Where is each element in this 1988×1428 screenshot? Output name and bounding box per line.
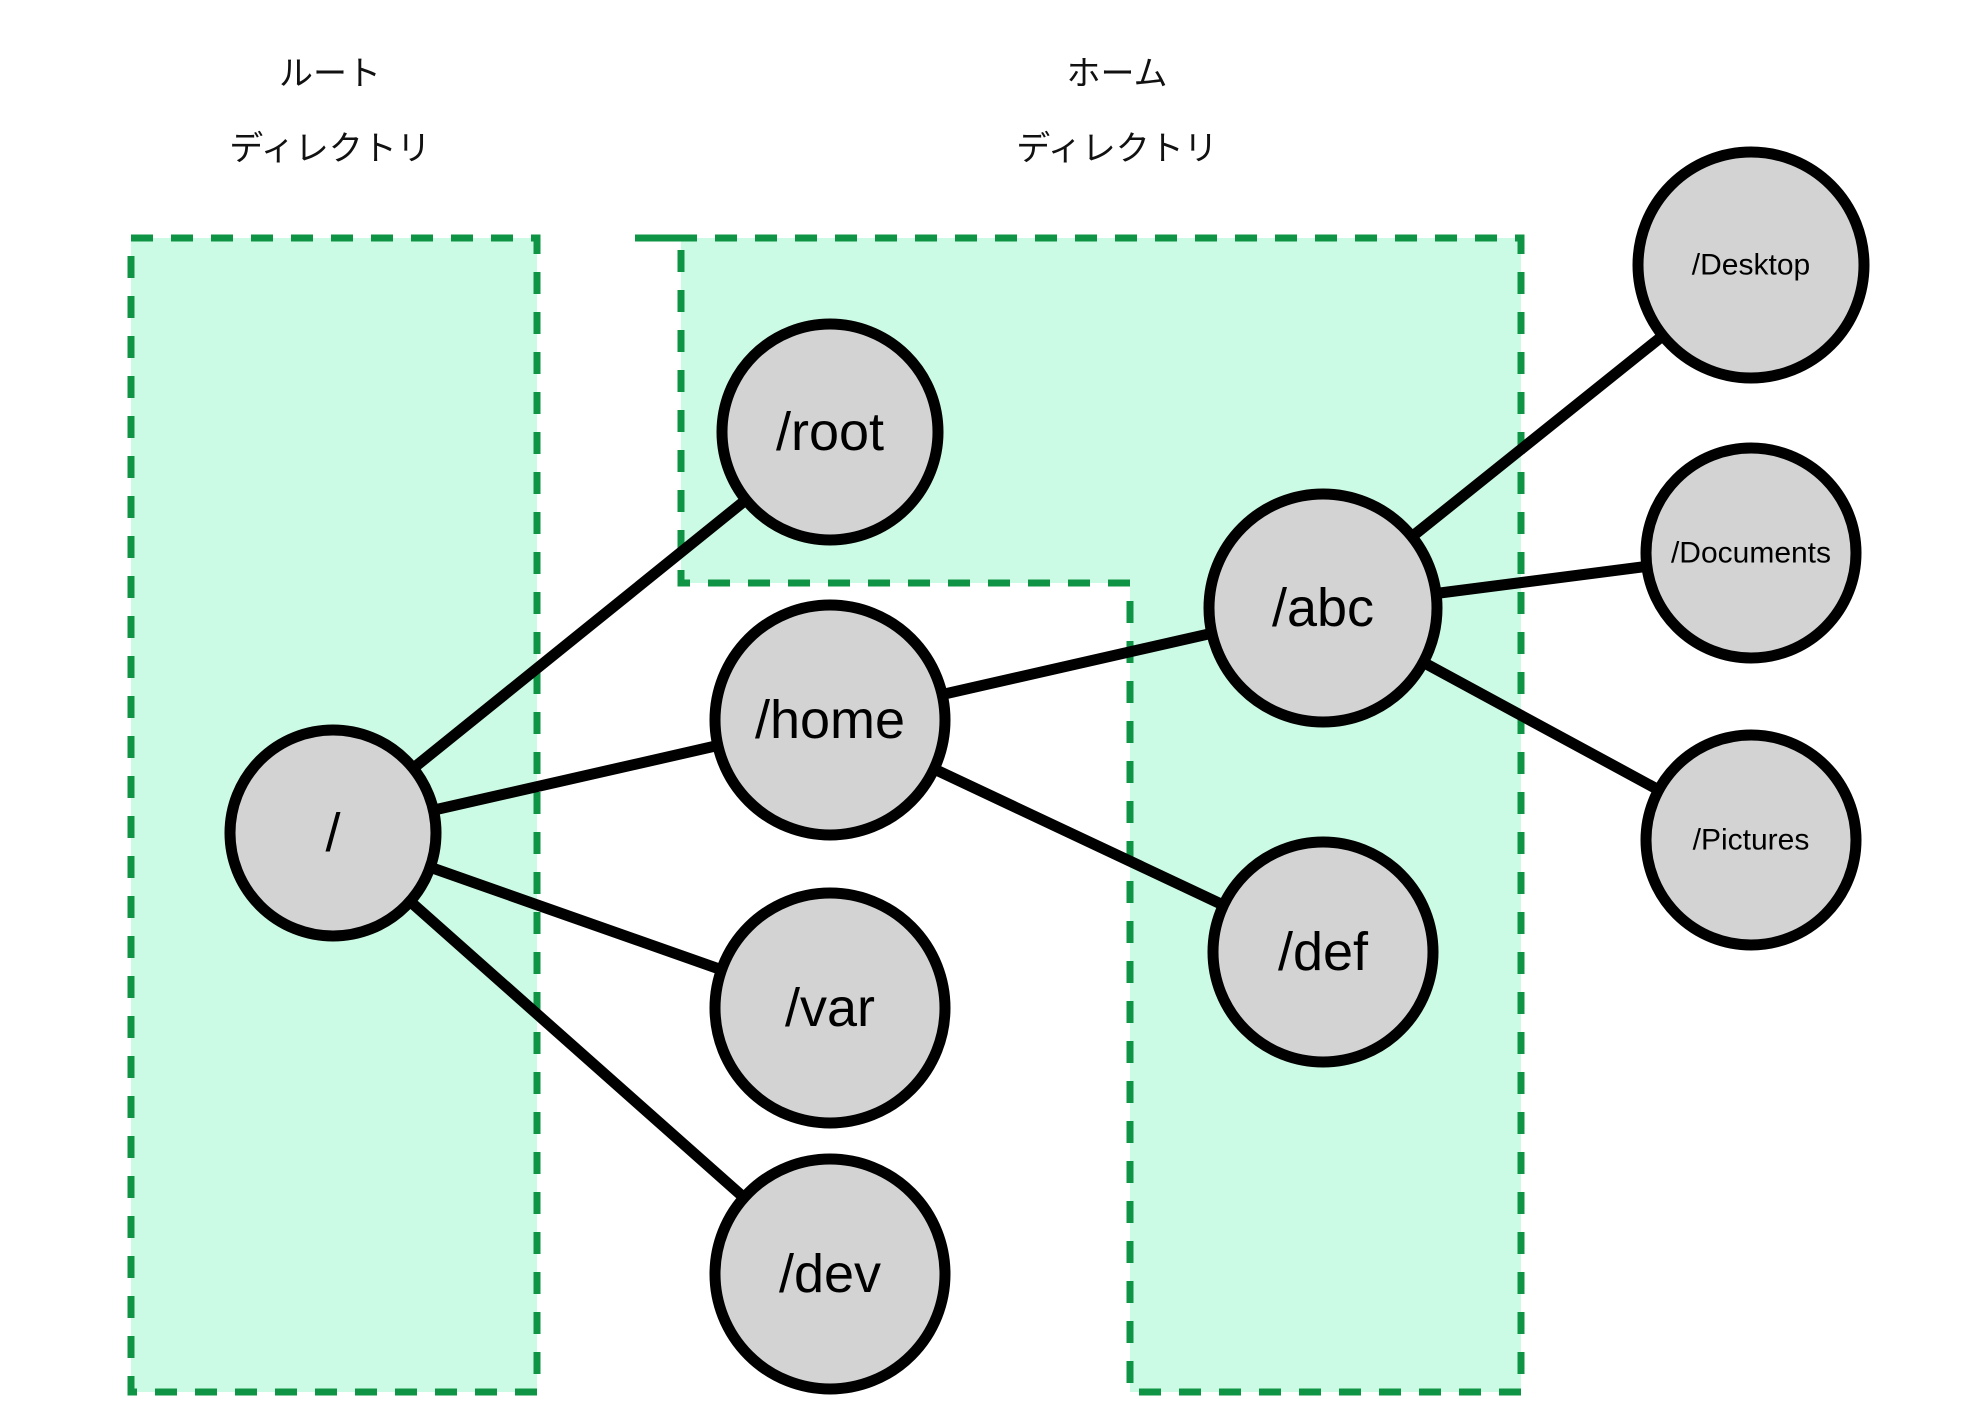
node-def[interactable]: /def [1207, 836, 1439, 1068]
node-slash-circle[interactable] [224, 724, 442, 942]
node-documents-circle[interactable] [1640, 442, 1862, 664]
node-slash-label: / [325, 803, 340, 863]
node-abc-circle[interactable] [1203, 488, 1443, 728]
node-home-label: /home [755, 690, 905, 750]
node-desktop[interactable]: /Desktop [1632, 146, 1870, 384]
edge-abc-to-documents [1424, 560, 1659, 600]
edge-root-to-var [418, 859, 733, 978]
node-home-circle[interactable] [709, 599, 951, 841]
node-documents[interactable]: /Documents [1640, 442, 1862, 664]
node-slash[interactable]: / [224, 724, 442, 942]
node-def-circle[interactable] [1207, 836, 1439, 1068]
home-directory-region-label-line2: ディレクトリ [1016, 129, 1218, 169]
edge-root-to-slash-root [402, 490, 757, 778]
edge-abc-to-pictures [1412, 653, 1670, 799]
node-var-circle[interactable] [709, 887, 951, 1129]
node-dev-label: /dev [779, 1244, 881, 1304]
node-desktop-label: /Desktop [1692, 249, 1810, 282]
home-directory-region-label-line1: ホーム [1067, 54, 1168, 94]
edge-root-to-dev [400, 891, 754, 1208]
root-directory-region-label-line2: ディレクトリ [229, 129, 431, 169]
edge-root-to-home [422, 738, 730, 817]
node-pictures-circle[interactable] [1640, 729, 1862, 951]
node-documents-label: /Documents [1671, 537, 1831, 570]
node-pictures[interactable]: /Pictures [1640, 729, 1862, 951]
root-directory-region-label-line1: ルート [279, 54, 381, 94]
edge-home-to-def [923, 760, 1235, 914]
node-root-circle[interactable] [716, 318, 944, 546]
node-home[interactable]: /home [709, 599, 951, 841]
node-def-label: /def [1278, 922, 1369, 982]
node-var-label: /var [785, 978, 875, 1038]
node-root-label: /root [776, 402, 884, 462]
edge-home-to-abc [930, 626, 1224, 702]
node-var[interactable]: /var [709, 887, 951, 1129]
nodes-layer: / /root/home/var/dev/abc/def/Desktop/Docu… [224, 146, 1870, 1395]
node-desktop-circle[interactable] [1632, 146, 1870, 384]
edge-abc-to-desktop [1401, 326, 1674, 546]
node-dev[interactable]: /dev [709, 1153, 951, 1395]
node-abc-label: /abc [1272, 578, 1374, 638]
node-abc[interactable]: /abc [1203, 488, 1443, 728]
node-root[interactable]: /root [716, 318, 944, 546]
node-pictures-label: /Pictures [1693, 824, 1810, 857]
node-dev-circle[interactable] [709, 1153, 951, 1395]
edges-layer [400, 326, 1674, 1208]
